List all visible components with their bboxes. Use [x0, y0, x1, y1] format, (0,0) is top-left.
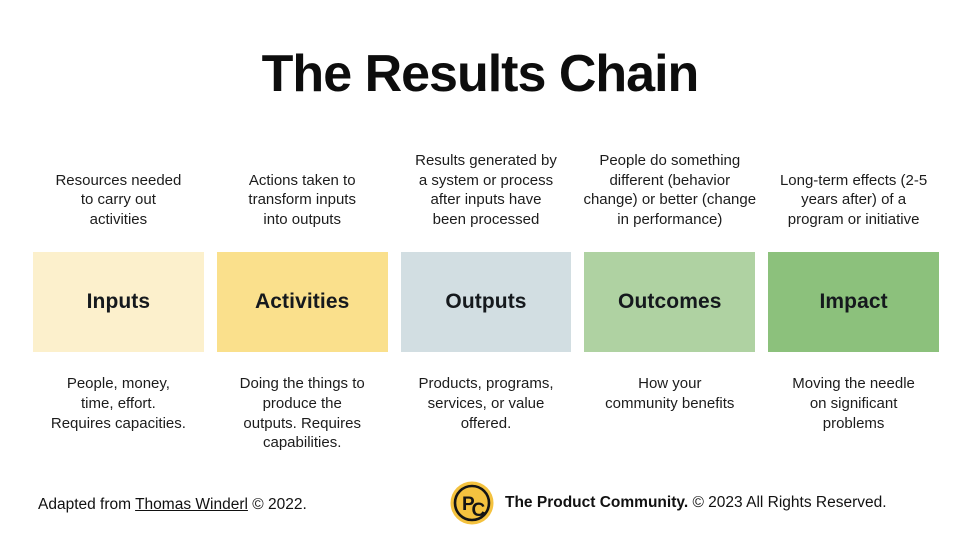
attribution-link[interactable]: Thomas Winderl [135, 496, 248, 513]
bottom-description-activities: Doing the things to produce the outputs.… [239, 375, 365, 452]
brand-name: The Product Community. [505, 494, 689, 511]
stage-box-outputs: Outputs [400, 252, 572, 352]
top-descriptions-row: Resources needed to carry out activities… [33, 148, 939, 230]
logo-letter-c: C [472, 500, 486, 521]
top-description-inputs: Resources needed to carry out activities [55, 171, 182, 229]
pc-logo-icon: P C [450, 481, 494, 525]
stage-box-activities: Activities [216, 252, 388, 352]
top-description-activities: Actions taken to transform inputs into o… [248, 171, 356, 229]
bottom-descriptions-row: People, money, time, effort. Requires ca… [33, 374, 939, 453]
top-description-outcomes: People do something different (behavior … [583, 151, 757, 229]
stage-box-inputs: Inputs [33, 252, 204, 352]
stage-label-outcomes: Outcomes [618, 290, 722, 313]
stage-label-outputs: Outputs [445, 290, 527, 313]
stage-box-impact: Impact [768, 252, 939, 352]
footer-brand: P C The Product Community. © 2023 All Ri… [450, 481, 887, 525]
bottom-description-impact: Moving the needle on significant problem… [792, 375, 915, 432]
attribution-prefix: Adapted from [38, 496, 136, 513]
stage-label-impact: Impact [819, 290, 888, 313]
stage-box-row: Inputs Activities Outputs Outcomes Impac… [33, 252, 939, 352]
attribution-suffix: © 2022. [247, 496, 307, 513]
top-description-impact: Long-term effects (2-5 years after) of a… [779, 171, 928, 229]
attribution-text: Adapted from Thomas Winderl © 2022. [38, 496, 307, 514]
page-title: The Results Chain [261, 45, 700, 103]
logo-letter-p: P [462, 494, 475, 515]
brand-line: The Product Community. © 2023 All Rights… [505, 494, 887, 512]
stage-label-activities: Activities [255, 290, 350, 313]
copyright-text: © 2023 All Rights Reserved. [688, 494, 887, 511]
bottom-description-inputs: People, money, time, effort. Requires ca… [50, 375, 186, 432]
stage-box-outcomes: Outcomes [584, 252, 756, 352]
bottom-description-outcomes: How your community benefits [605, 375, 735, 412]
bottom-description-outputs: Products, programs, services, or value o… [418, 375, 554, 432]
top-description-outputs: Results generated by a system or process… [415, 151, 557, 229]
stage-label-inputs: Inputs [86, 290, 151, 313]
